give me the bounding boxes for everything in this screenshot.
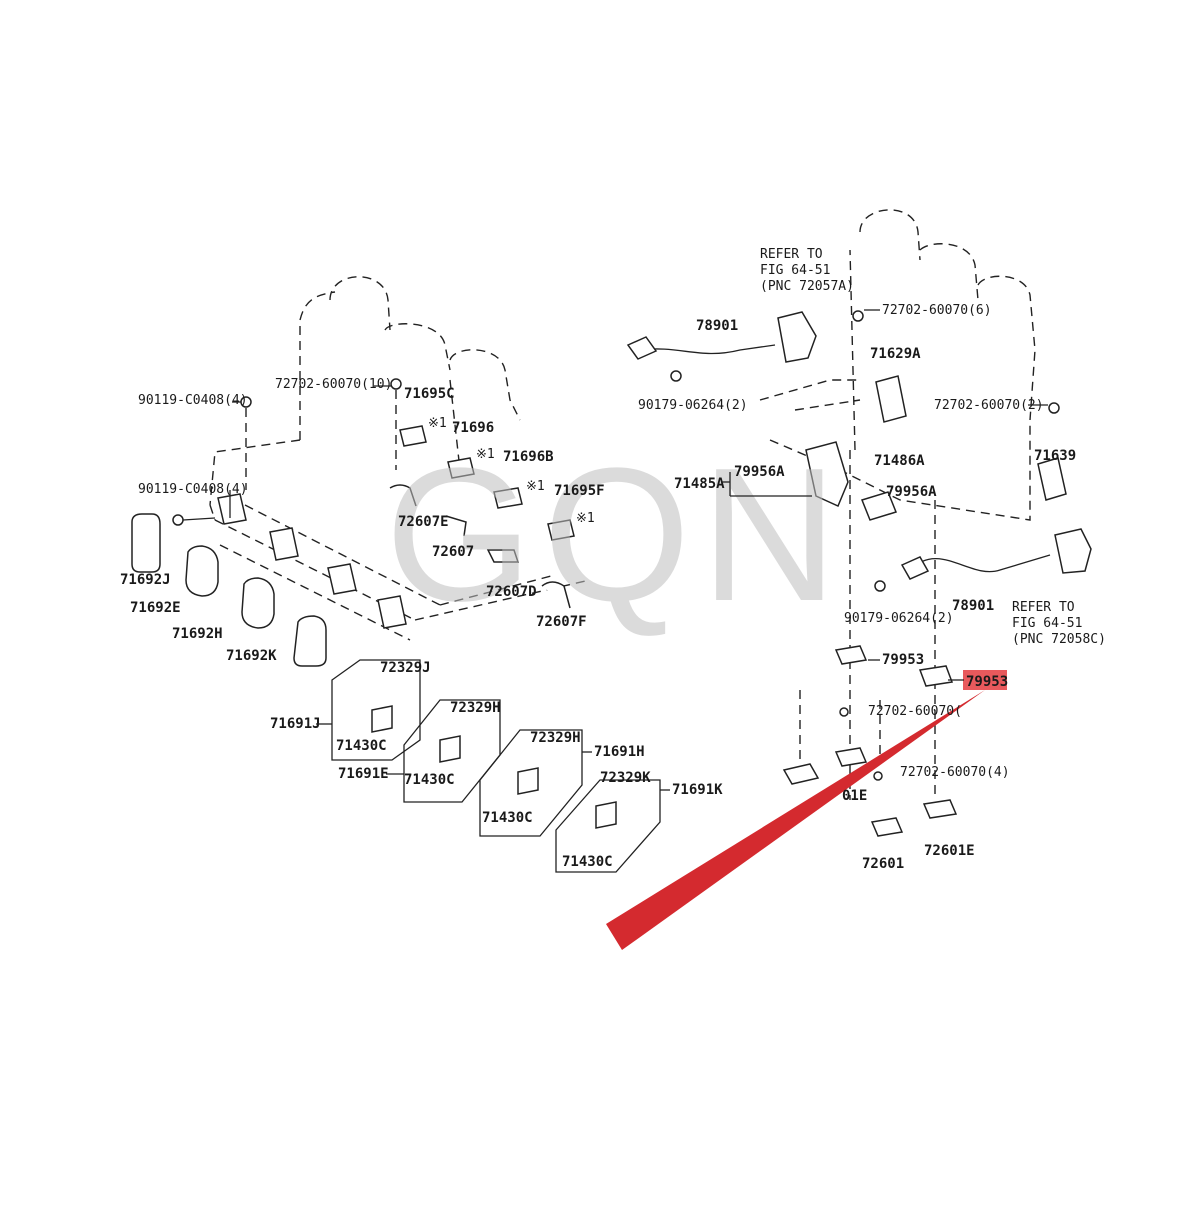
label-71691j: 71691J <box>270 716 321 732</box>
label-71486a: 71486A <box>874 453 925 469</box>
label-71692e: 71692E <box>130 600 181 616</box>
label-72601e-partial: 01E <box>842 788 867 804</box>
label-mark-4: ※1 <box>576 511 595 526</box>
label-refer-bot-3: (PNC 72058C) <box>1012 632 1106 647</box>
label-bolt-72702-low: 72702-60070(4) <box>900 765 1010 780</box>
label-mark-1: ※1 <box>428 416 447 431</box>
label-refer-top-2: FIG 64-51 <box>760 263 830 278</box>
label-71691e: 71691E <box>338 766 389 782</box>
label-79953: 79953 <box>882 652 924 668</box>
label-refer-top-3: (PNC 72057A) <box>760 279 854 294</box>
label-refer-bot-1: REFER TO <box>1012 600 1075 615</box>
label-72607d: 72607D <box>486 584 537 600</box>
label-72607e: 72607E <box>398 514 449 530</box>
label-71691k: 71691K <box>672 782 723 798</box>
label-bolt-72702-top: 72702-60070(6) <box>882 303 992 318</box>
label-71695f: 71695F <box>554 483 605 499</box>
label-refer-top-1: REFER TO <box>760 247 823 262</box>
label-71692h: 71692H <box>172 626 223 642</box>
label-nut-top: 90179-06264(2) <box>638 398 748 413</box>
label-bolt-72702-right: 72702-60070(2) <box>934 398 1044 413</box>
label-72601e: 72601E <box>924 843 975 859</box>
label-71430c-3: 71430C <box>482 810 533 826</box>
label-71692j: 71692J <box>120 572 171 588</box>
right-brackets <box>805 310 1067 521</box>
label-79953-highlighted: 79953 <box>966 674 1008 690</box>
watermark: GQN <box>385 429 848 641</box>
label-71695c: 71695C <box>404 386 455 402</box>
label-72601: 72601 <box>862 856 904 872</box>
label-mark-3: ※1 <box>526 479 545 494</box>
label-79956a-1: 79956A <box>734 464 785 480</box>
label-71696b: 71696B <box>503 449 554 465</box>
label-71696: 71696 <box>452 420 494 436</box>
label-78901-bot: 78901 <box>952 598 994 614</box>
label-bolt-90119-b: 90119-C0408(4) <box>138 482 248 497</box>
label-72607: 72607 <box>432 544 474 560</box>
leader-lines <box>229 309 1048 791</box>
latch-kit-boxes <box>331 659 661 873</box>
label-72329h-1: 72329H <box>450 700 501 716</box>
label-78901-top: 78901 <box>696 318 738 334</box>
left-seat-outline <box>209 276 591 641</box>
highlight-pointer-arrow <box>606 690 985 950</box>
label-bolt-72702-left: 72702-60070(10) <box>275 377 392 392</box>
label-71639: 71639 <box>1034 448 1076 464</box>
label-71691h: 71691H <box>594 744 645 760</box>
right-seat-outline <box>759 209 1036 800</box>
label-71692k: 71692K <box>226 648 277 664</box>
label-71485a: 71485A <box>674 476 725 492</box>
cable-assembly-top <box>626 311 817 382</box>
bolt-icon <box>172 378 402 526</box>
label-71430c-4: 71430C <box>562 854 613 870</box>
label-bolt-72702-mid: 72702-60070( <box>868 704 962 719</box>
label-71430c-2: 71430C <box>404 772 455 788</box>
cable-assembly-bottom <box>874 528 1092 592</box>
label-72329h-2: 72329H <box>530 730 581 746</box>
label-refer-bot-2: FIG 64-51 <box>1012 616 1082 631</box>
trim-cover-icons <box>389 425 575 609</box>
label-bolt-90119-a: 90119-C0408(4) <box>138 393 248 408</box>
label-mark-2: ※1 <box>476 447 495 462</box>
label-71629a: 71629A <box>870 346 921 362</box>
highlight-label-box <box>963 670 1007 690</box>
label-72329j: 72329J <box>380 660 431 676</box>
label-71430c-1: 71430C <box>336 738 387 754</box>
lower-latch-parts <box>782 645 958 837</box>
seat-leg-cover-icons <box>131 513 327 667</box>
label-79956a-2: 79956A <box>886 484 937 500</box>
label-72329k: 72329K <box>600 770 651 786</box>
label-nut-bot: 90179-06264(2) <box>844 611 954 626</box>
left-hinge-brackets <box>217 493 407 629</box>
label-72607f: 72607F <box>536 614 587 630</box>
